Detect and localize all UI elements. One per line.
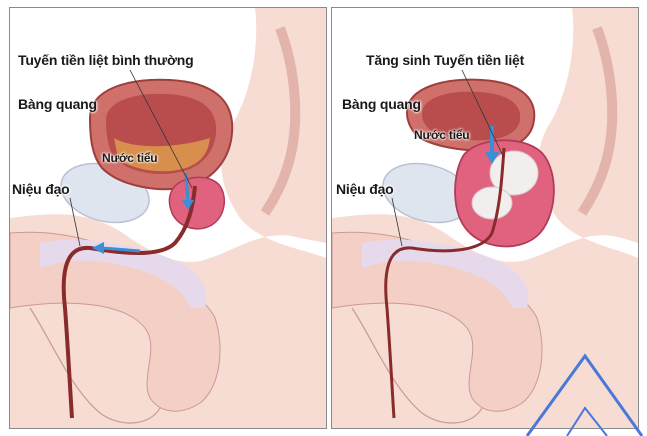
label-urethra: Niệu đạo bbox=[336, 181, 394, 197]
watermark-inner-chevron bbox=[567, 408, 607, 436]
hyperplasia-nodule-lower bbox=[472, 187, 512, 219]
label-normal-prostate: Tuyến tiền liệt bình thường bbox=[18, 52, 193, 68]
label-bladder: Bàng quang bbox=[342, 96, 421, 112]
label-urine: Nước tiểu bbox=[414, 128, 469, 142]
watermark-bracket-graphic bbox=[507, 276, 647, 436]
label-enlarged-prostate: Tăng sinh Tuyến tiền liệt bbox=[366, 52, 524, 68]
watermark-chevron bbox=[527, 356, 642, 436]
label-bladder: Bàng quang bbox=[18, 96, 97, 112]
prostate-normal bbox=[169, 177, 224, 228]
normal-anatomy-illustration bbox=[10, 8, 326, 428]
panel-normal-prostate: Tuyến tiền liệt bình thường Bàng quang N… bbox=[9, 7, 327, 429]
label-urine: Nước tiểu bbox=[102, 151, 157, 165]
label-urethra: Niệu đạo bbox=[12, 181, 70, 197]
